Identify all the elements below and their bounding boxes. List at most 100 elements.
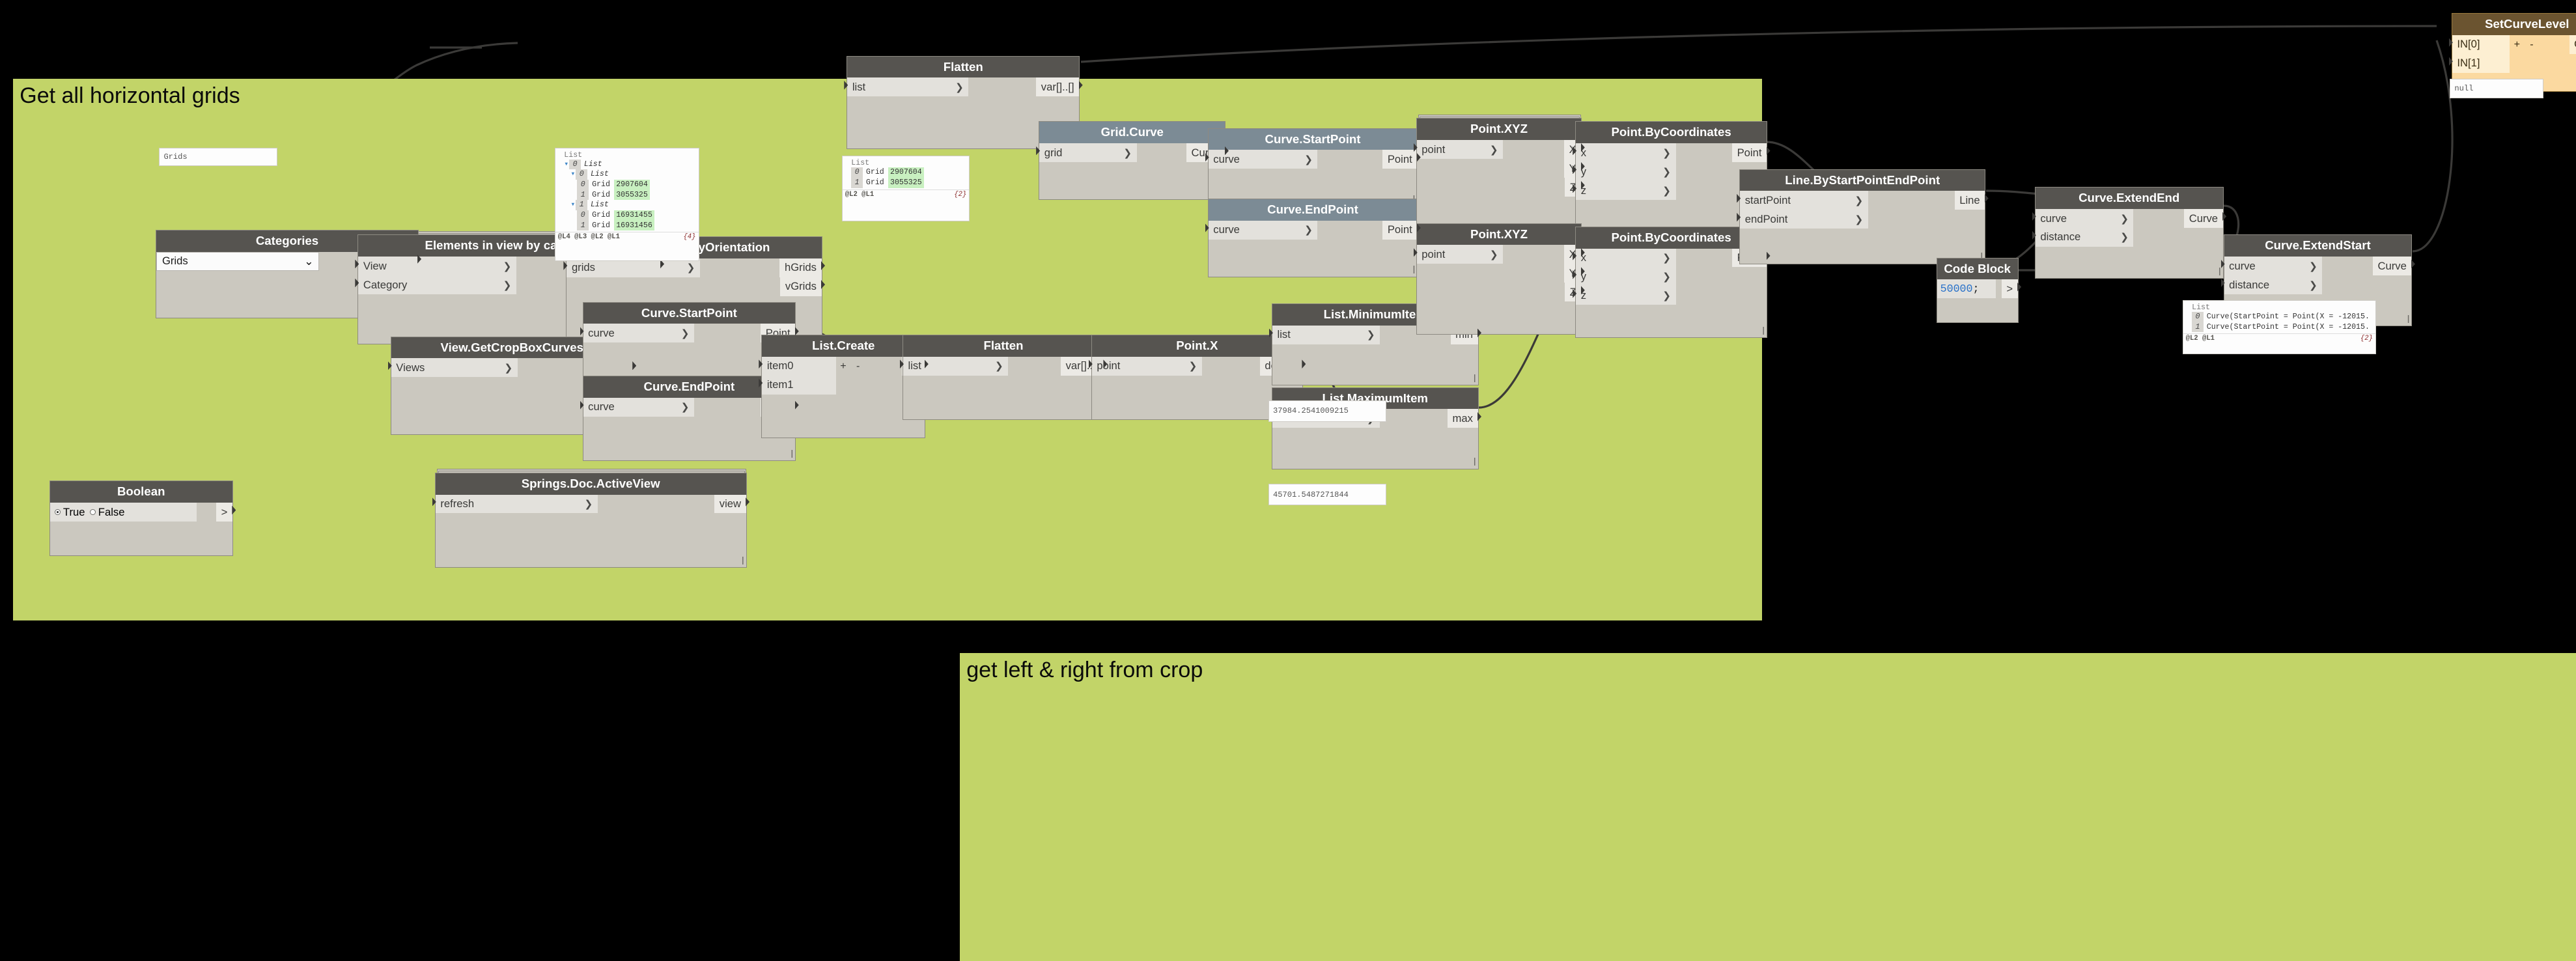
lacing-indicator[interactable]: l xyxy=(2407,314,2410,326)
lacing-indicator[interactable]: l xyxy=(741,555,744,567)
lacing-indicator[interactable]: l xyxy=(1981,252,1983,263)
output-port-[interactable]: > xyxy=(216,503,232,522)
dropdown-value: Grids xyxy=(161,255,188,268)
input-port-View[interactable]: View❯ xyxy=(358,257,516,276)
preview-index: 1 xyxy=(851,178,863,188)
input-port-list[interactable]: list❯ xyxy=(903,356,1009,376)
preview-levels[interactable]: @L2 @L1 xyxy=(2185,335,2215,343)
input-port-curve[interactable]: curve❯ xyxy=(2224,257,2323,276)
node-body-filler xyxy=(1868,191,1955,210)
input-port-IN1[interactable]: IN[1] xyxy=(2452,53,2510,73)
input-port-point[interactable]: point❯ xyxy=(1416,140,1504,160)
input-port-y[interactable]: y❯ xyxy=(1576,267,1676,286)
input-port-Category[interactable]: Category❯ xyxy=(358,275,516,295)
output-port-var[interactable]: var[]..[] xyxy=(1036,77,1080,97)
input-port-z[interactable]: z❯ xyxy=(1576,181,1676,201)
input-port-label: curve xyxy=(1213,152,1240,165)
output-port-hGrids[interactable]: hGrids xyxy=(779,258,822,277)
code-block-editor[interactable]: 50000; xyxy=(1937,279,1996,299)
port-remove-button[interactable]: - xyxy=(2524,35,2540,54)
radio-option-false[interactable]: False xyxy=(90,506,124,519)
group-g2[interactable]: get left & right from crop xyxy=(960,652,2576,961)
port-add-button[interactable]: + xyxy=(835,356,851,376)
category-dropdown[interactable]: Grids⌄ xyxy=(156,251,320,271)
lacing-indicator[interactable]: l xyxy=(1473,372,1476,385)
radio-icon[interactable] xyxy=(90,509,96,516)
input-port-curve[interactable]: curve❯ xyxy=(2035,209,2134,228)
preview-levels[interactable]: @L4 @L3 @L2 @L1 xyxy=(557,233,620,242)
port-add-button[interactable]: + xyxy=(2509,35,2525,54)
value-tooltip-list_min_value: 37984.2541009215 xyxy=(1268,400,1387,422)
output-port-Point[interactable]: Point xyxy=(1382,220,1418,240)
output-port-Curve[interactable]: Curve xyxy=(2372,257,2412,276)
output-port-[interactable]: > xyxy=(2001,279,2018,299)
input-port-x[interactable]: x❯ xyxy=(1576,248,1676,268)
output-port-max[interactable]: max xyxy=(1448,409,1478,428)
expander-icon[interactable]: ▾ xyxy=(564,160,569,169)
input-port-curve[interactable]: curve❯ xyxy=(583,397,694,417)
preview-levels[interactable]: @L2 @L1 xyxy=(845,190,875,199)
input-port-item0[interactable]: item0 xyxy=(762,356,836,376)
input-port-grid[interactable]: grid❯ xyxy=(1039,143,1137,163)
input-port-Views[interactable]: Views❯ xyxy=(391,358,518,378)
chevron-right-icon: ❯ xyxy=(1304,225,1313,236)
input-port-distance[interactable]: distance❯ xyxy=(2224,275,2323,295)
input-port-refresh[interactable]: refresh❯ xyxy=(435,494,598,514)
input-port-startPoint[interactable]: startPoint❯ xyxy=(1740,191,1868,210)
input-port-x[interactable]: x❯ xyxy=(1576,143,1676,163)
radio-option-true[interactable]: True xyxy=(55,506,85,519)
boolean-options[interactable]: True False xyxy=(49,503,197,522)
input-port-list[interactable]: list❯ xyxy=(847,77,969,97)
output-port-Point[interactable]: Point xyxy=(1732,143,1767,163)
output-port-vGrids[interactable]: vGrids xyxy=(780,277,822,296)
input-port-y[interactable]: y❯ xyxy=(1576,162,1676,182)
input-port-curve[interactable]: curve❯ xyxy=(583,324,694,343)
input-port-list[interactable]: list❯ xyxy=(1272,325,1380,344)
expander-icon[interactable]: ▾ xyxy=(570,201,576,210)
radio-icon[interactable] xyxy=(55,509,61,516)
input-port-curve[interactable]: curve❯ xyxy=(1208,150,1318,169)
lacing-indicator[interactable]: l xyxy=(1412,264,1416,277)
output-port-OUT[interactable]: OUT xyxy=(2569,35,2576,54)
lacing-indicator[interactable]: l xyxy=(1762,325,1765,337)
output-port-Line[interactable]: Line xyxy=(1954,191,1985,210)
output-port-Point[interactable]: Point xyxy=(1382,150,1418,169)
input-port-endPoint[interactable]: endPoint❯ xyxy=(1740,210,1868,229)
preview-footer: @L2 @L1{2} xyxy=(842,189,970,199)
input-port-point[interactable]: point❯ xyxy=(1416,245,1504,264)
output-port-view[interactable]: view xyxy=(714,494,746,514)
input-port-curve[interactable]: curve❯ xyxy=(1208,220,1318,240)
input-port-IN0[interactable]: IN[0] xyxy=(2452,35,2510,54)
port-remove-button[interactable]: - xyxy=(850,356,865,376)
expander-icon[interactable]: ▾ xyxy=(570,170,576,179)
output-port-Curve[interactable]: Curve xyxy=(2184,209,2223,228)
lacing-indicator[interactable]: l xyxy=(1473,456,1476,469)
input-port-item1[interactable]: item1 xyxy=(762,375,836,395)
input-port-point[interactable]: point❯ xyxy=(1091,356,1202,376)
lacing-indicator[interactable]: l xyxy=(791,448,794,460)
input-port-grids[interactable]: grids❯ xyxy=(567,258,700,277)
input-port-z[interactable]: z❯ xyxy=(1576,286,1676,305)
lacing-indicator[interactable]: l xyxy=(2218,266,2221,278)
port-connector-icon xyxy=(759,378,763,387)
input-port-distance[interactable]: distance❯ xyxy=(2035,227,2134,247)
